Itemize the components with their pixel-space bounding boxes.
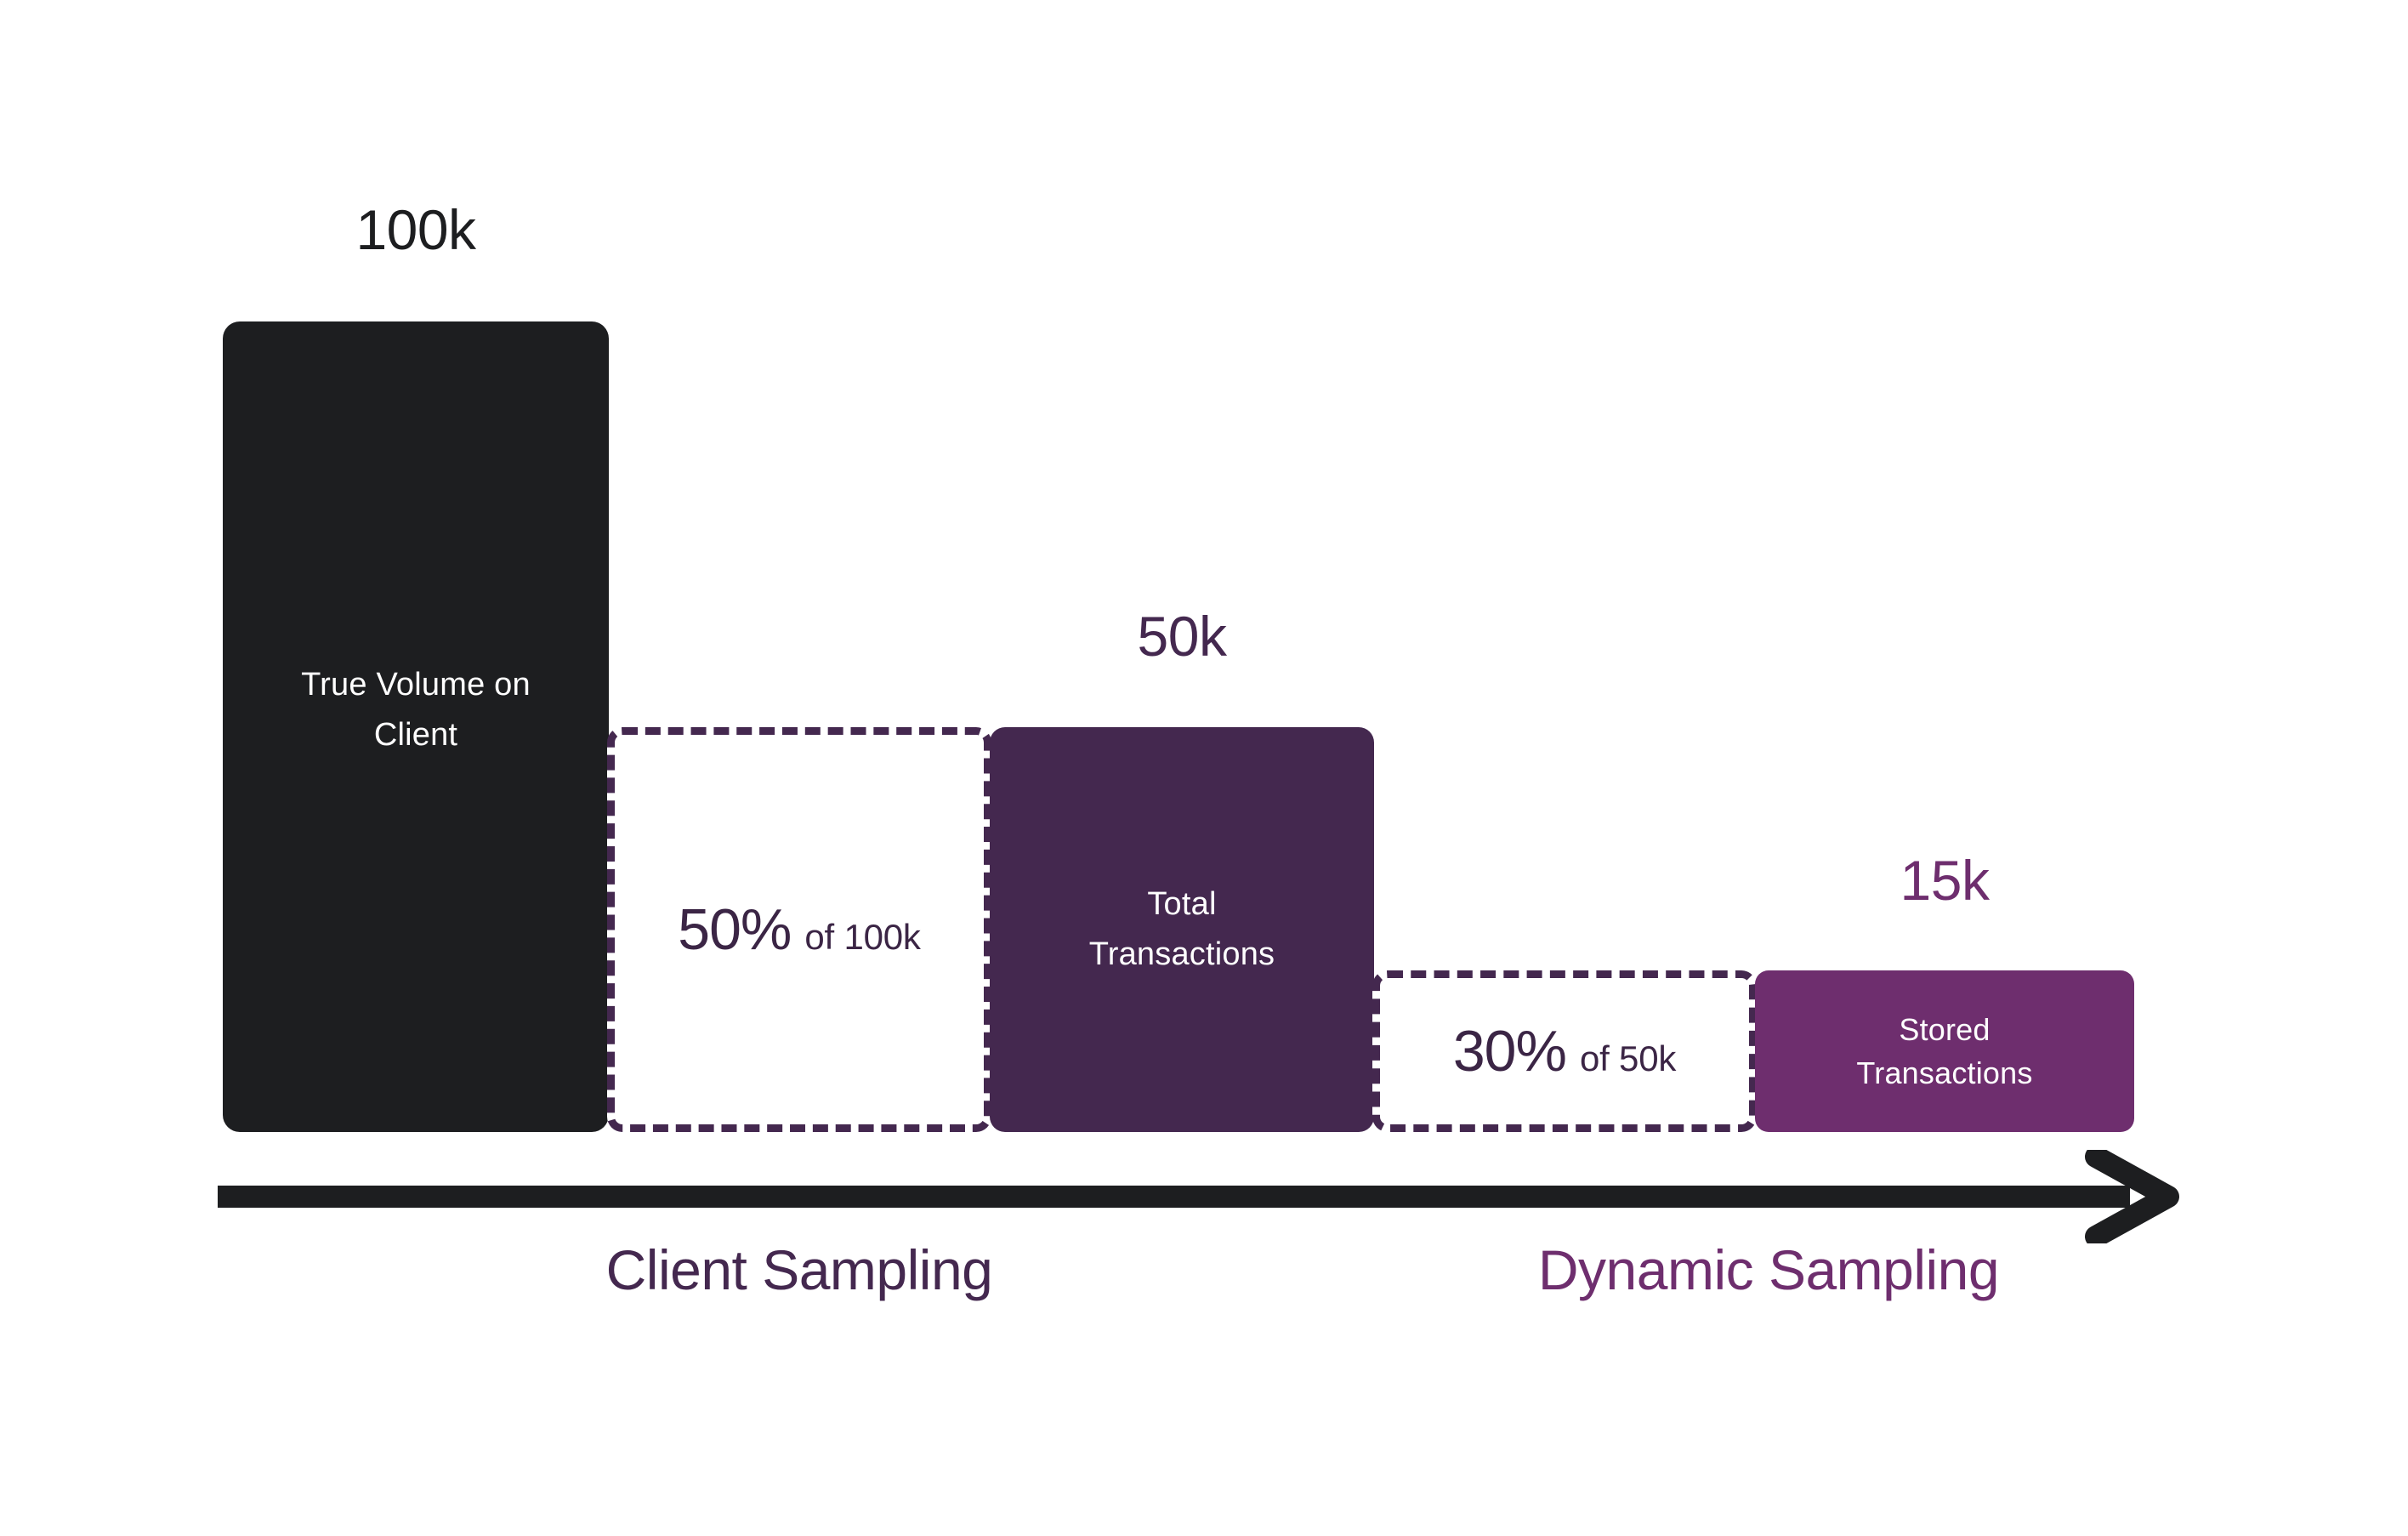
bar-stored-transactions-caption-line1: Stored — [1899, 1011, 1991, 1047]
bar-total-transactions-caption-line1: Total — [1147, 886, 1217, 923]
value-label-total-transactions: 50k — [1137, 605, 1227, 668]
client-sampling-rate: 50% of 100k — [678, 896, 921, 963]
phase-label-client-sampling: Client Sampling — [605, 1238, 993, 1301]
value-label-true-volume: 100k — [355, 198, 476, 261]
bar-stored-transactions: Stored Transactions — [1755, 970, 2134, 1132]
arrow-head — [2085, 1150, 2179, 1243]
dynamic-sampling-rate: 30% of 50k — [1452, 1018, 1677, 1084]
bar-total-transactions: Total Transactions — [990, 727, 1374, 1132]
bar-stored-transactions-caption-line2: Transactions — [1856, 1055, 2033, 1090]
dashed-box-dynamic-sampling: 30% of 50k — [1372, 970, 1757, 1132]
client-sampling-percent: 50% — [678, 897, 792, 962]
bar-total-transactions-caption: Total Transactions — [1074, 879, 1291, 980]
bar-total-transactions-caption-line2: Transactions — [1088, 936, 1275, 972]
client-sampling-of-text: of 100k — [804, 917, 921, 957]
value-label-stored-transactions: 15k — [1900, 849, 1990, 912]
dashed-box-client-sampling: 50% of 100k — [607, 727, 991, 1132]
dynamic-sampling-percent: 30% — [1452, 1019, 1567, 1084]
bar-stored-transactions-caption: Stored Transactions — [1841, 1008, 2047, 1095]
bar-true-volume-caption-line1: True Volume on — [301, 667, 531, 703]
bar-true-volume-caption: True Volume on Client — [223, 660, 609, 760]
phase-label-dynamic-sampling: Dynamic Sampling — [1537, 1238, 2000, 1301]
bar-true-volume-on-client: True Volume on Client — [223, 321, 609, 1132]
arrow-right-icon — [218, 1150, 2179, 1243]
bar-true-volume-caption-line2: Client — [373, 716, 458, 753]
dynamic-sampling-of-text: of 50k — [1579, 1038, 1677, 1078]
